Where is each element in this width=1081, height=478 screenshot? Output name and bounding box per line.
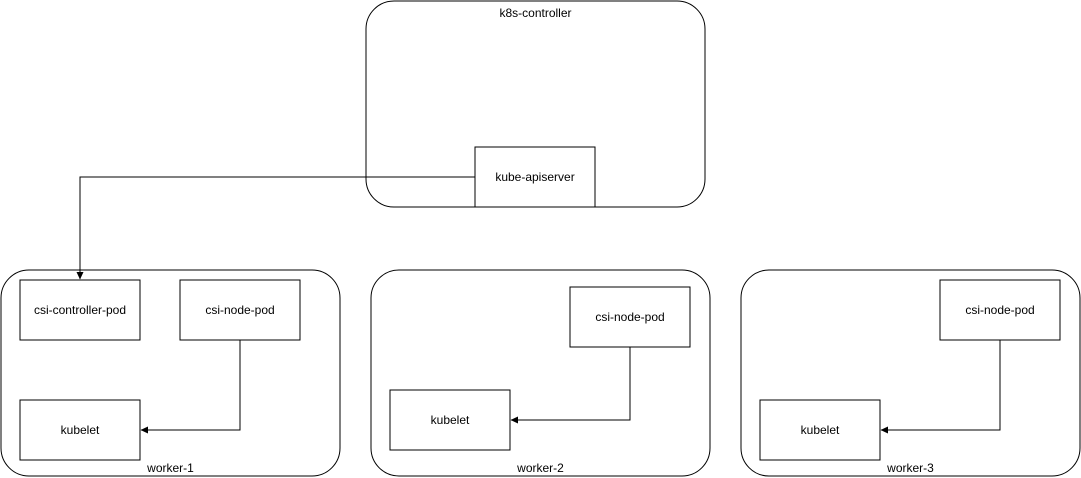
worker-3-kubelet-box[interactable] — [759, 399, 881, 461]
edges — [76, 176, 1001, 434]
worker-1-csi-node-pod-box[interactable] — [179, 279, 301, 341]
worker-1-kubelet-box[interactable] — [19, 399, 141, 461]
worker-2-label: worker-2 — [516, 461, 564, 475]
csi-controller-pod-box[interactable] — [19, 279, 141, 341]
kube-apiserver-box[interactable] — [474, 146, 596, 208]
worker-3-csi-node-pod-label: csi-node-pod — [965, 303, 1034, 317]
csi-controller-pod-label: csi-controller-pod — [34, 303, 126, 317]
worker-1-label: worker-1 — [146, 461, 194, 475]
worker-2-kubelet-label: kubelet — [431, 413, 470, 427]
worker-1-csi-node-pod-label: csi-node-pod — [205, 303, 274, 317]
k8s-controller-label: k8s-controller — [499, 6, 571, 20]
worker-3-csi-node-pod-box[interactable] — [939, 279, 1061, 341]
worker-2-kubelet-box[interactable] — [389, 389, 511, 451]
worker-3-group: worker-3 csi-node-pod kubelet — [740, 269, 1081, 477]
worker-1-group: worker-1 csi-controller-pod csi-node-pod… — [0, 269, 341, 477]
k8s-controller-group: k8s-controller kube-apiserver — [365, 0, 706, 208]
edge-worker-3-csi-node-pod-to-kubelet — [880, 340, 1001, 434]
worker-2-group: worker-2 csi-node-pod kubelet — [370, 269, 711, 477]
kube-apiserver-label: kube-apiserver — [495, 170, 574, 184]
worker-3-kubelet-label: kubelet — [801, 423, 840, 437]
worker-3-label: worker-3 — [886, 461, 934, 475]
worker-2-csi-node-pod-label: csi-node-pod — [595, 310, 664, 324]
worker-1-kubelet-label: kubelet — [61, 423, 100, 437]
edge-worker-1-csi-node-pod-to-kubelet — [140, 340, 241, 434]
edge-worker-2-csi-node-pod-to-kubelet — [510, 347, 631, 424]
edge-apiserver-to-csi-controller-pod — [76, 176, 475, 280]
